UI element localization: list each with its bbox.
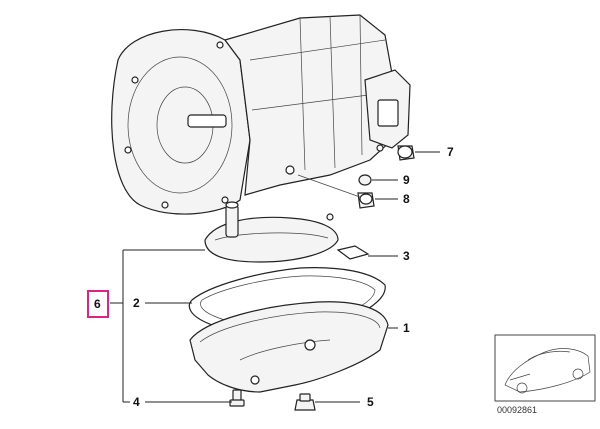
part-3-gasket <box>336 245 398 260</box>
part-1-oil-pan <box>189 301 389 393</box>
callout-9[interactable]: 9 <box>403 173 410 187</box>
callout-7[interactable]: 7 <box>447 145 454 159</box>
callout-1[interactable]: 1 <box>403 321 410 335</box>
transmission-housing <box>111 14 411 215</box>
part-7-plug <box>397 145 440 161</box>
callout-6[interactable]: 6 <box>94 297 101 311</box>
vehicle-thumbnail <box>494 334 596 402</box>
part-9-seal <box>358 174 398 186</box>
part-8-plug <box>297 174 398 209</box>
callout-8[interactable]: 8 <box>403 192 410 206</box>
callout-6-highlight-box <box>87 290 109 318</box>
callout-3[interactable]: 3 <box>403 249 410 263</box>
group-6-leaders <box>110 249 398 403</box>
diagram-number: 00092861 <box>497 405 537 415</box>
part-5-drain-plug <box>294 393 316 411</box>
callout-5[interactable]: 5 <box>367 395 374 409</box>
callout-2[interactable]: 2 <box>133 296 140 310</box>
oil-filter <box>204 201 339 263</box>
part-4-bolt <box>229 389 245 407</box>
callout-4[interactable]: 4 <box>133 395 140 409</box>
